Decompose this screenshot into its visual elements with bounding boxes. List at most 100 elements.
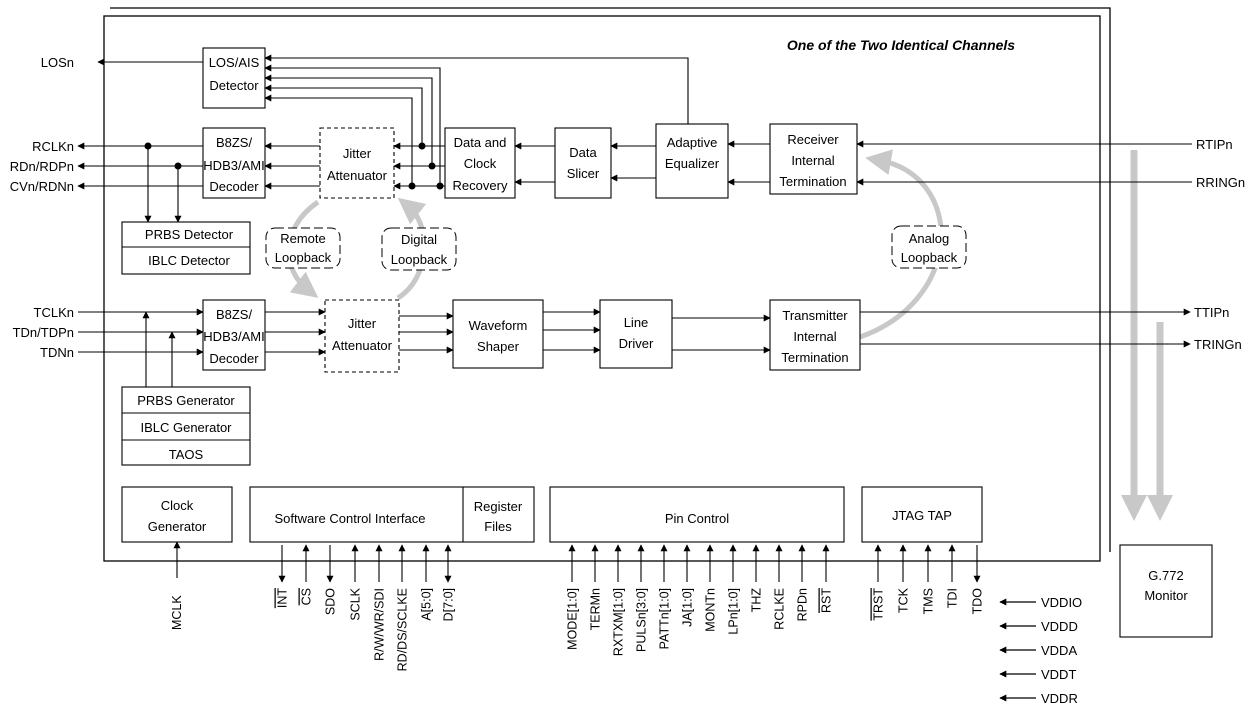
svg-text:Clock: Clock [161,498,194,513]
svg-text:SDO: SDO [324,588,338,615]
svg-text:Data and: Data and [454,135,507,150]
svg-text:RPDn: RPDn [796,588,810,621]
pin-a-5-0: A[5:0] [420,544,434,621]
pin-mode-1-0: MODE[1:0] [566,544,580,650]
pin-r-w-wr-sdi: R/W/WR/SDI [373,544,387,661]
svg-text:IBLC Generator: IBLC Generator [140,420,232,435]
svg-text:INT: INT [276,588,290,609]
pin-rd-ds-sclke: RD/DS/SCLKE [396,544,410,671]
tring-label: TRINGn [1194,337,1242,352]
los-label: LOSn [41,55,74,70]
adaptive-equalizer: Adaptive Equalizer [655,123,729,199]
svg-text:Detector: Detector [209,78,259,93]
signal-wires [77,54,1192,578]
data-slicer: Data Slicer [554,127,612,199]
pin-termn: TERMn [589,544,603,630]
svg-text:Recovery: Recovery [453,178,508,193]
svg-text:Shaper: Shaper [477,339,520,354]
pin-montn: MONTn [704,544,718,632]
svg-text:PATTn[1:0]: PATTn[1:0] [658,588,672,649]
power-vddio: VDDIO [999,595,1082,610]
svg-text:JTAG TAP: JTAG TAP [892,508,952,523]
svg-text:VDDT: VDDT [1041,667,1076,682]
svg-text:Loopback: Loopback [275,250,332,265]
remote-loopback-label: Remote Loopback [265,227,341,269]
svg-text:HDB3/AMI: HDB3/AMI [203,329,264,344]
svg-text:Monitor: Monitor [1144,588,1188,603]
svg-text:Loopback: Loopback [901,250,958,265]
pin-ja-1-0: JA[1:0] [681,544,695,627]
svg-text:Pin Control: Pin Control [665,511,729,526]
svg-text:HDB3/AMI: HDB3/AMI [203,158,264,173]
tx-encoder: B8ZS/ HDB3/AMI Decoder [202,299,266,371]
jtag-pins: TRST TCK TMS TDI TDO [872,544,985,621]
power-vdda: VDDA [999,643,1077,658]
pin-tck: TCK [897,544,911,613]
junction-dots [144,142,444,190]
chip-outline [103,7,1111,562]
pin-pulsn-3-0: PULSn[3:0] [635,544,649,652]
svg-text:A[5:0]: A[5:0] [420,588,434,621]
tx-jitter-attenuator: Jitter Attenuator [324,299,400,373]
svg-text:LOS/AIS: LOS/AIS [209,55,260,70]
svg-text:R/W/WR/SDI: R/W/WR/SDI [373,588,387,661]
svg-text:RXTXM[1:0]: RXTXM[1:0] [612,588,626,656]
svg-text:Transmitter: Transmitter [782,308,848,323]
svg-text:IBLC Detector: IBLC Detector [148,253,230,268]
svg-text:Files: Files [484,519,512,534]
jtag-tap: JTAG TAP [861,486,983,543]
pin-thz: THZ [750,544,764,612]
power-vddr: VDDR [999,691,1078,706]
svg-text:MODE[1:0]: MODE[1:0] [566,588,580,650]
svg-text:Waveform: Waveform [469,318,528,333]
mclk-label: MCLK [170,595,184,630]
svg-text:Jitter: Jitter [348,316,377,331]
prbs-iblc-detector: PRBS Detector IBLC Detector [121,221,251,275]
pin-trst: TRST [872,544,886,621]
ttip-label: TTIPn [1194,305,1229,320]
svg-text:TAOS: TAOS [169,447,204,462]
svg-text:TMS: TMS [922,588,936,614]
svg-text:Driver: Driver [619,336,654,351]
svg-text:JA[1:0]: JA[1:0] [681,588,695,627]
software-control-interface: Software Control Interface Register File… [249,486,535,543]
rdn-label: RDn/RDPn [10,159,74,174]
svg-text:Decoder: Decoder [209,179,259,194]
pin-tdi: TDI [946,544,960,608]
svg-text:Receiver: Receiver [787,132,839,147]
pin-lpn-1-0: LPn[1:0] [727,544,741,635]
svg-text:Attenuator: Attenuator [332,338,393,353]
rring-label: RRINGn [1196,175,1245,190]
cvn-label: CVn/RDNn [10,179,74,194]
power-vddt: VDDT [999,667,1076,682]
prbs-iblc-generator: PRBS Generator IBLC Generator TAOS [121,386,251,466]
svg-text:Digital: Digital [401,232,437,247]
pin-sdo: SDO [324,545,338,615]
svg-text:B8ZS/: B8ZS/ [216,135,253,150]
pin-rpdn: RPDn [796,544,810,621]
receiver-termination: Receiver Internal Termination [769,123,858,195]
svg-text:PRBS Generator: PRBS Generator [137,393,235,408]
svg-text:Slicer: Slicer [567,166,600,181]
svg-text:TDO: TDO [971,588,985,615]
pin-tms: TMS [922,544,936,614]
signal-labels: LOSn RCLKn RDn/RDPn CVn/RDNn TCLKn TDn/T… [10,55,1245,630]
svg-text:VDDR: VDDR [1041,691,1078,706]
svg-text:Adaptive: Adaptive [667,135,718,150]
svg-text:VDDIO: VDDIO [1041,595,1082,610]
pin-control: Pin Control [549,486,845,543]
svg-text:Line: Line [624,315,649,330]
transmitter-termination: Transmitter Internal Termination [769,299,861,371]
rtip-label: RTIPn [1196,137,1233,152]
rclk-label: RCLKn [32,139,74,154]
svg-text:VDDA: VDDA [1041,643,1077,658]
svg-text:CS: CS [300,588,314,605]
svg-text:Internal: Internal [791,153,834,168]
monitor-arrows [1121,150,1173,521]
svg-text:RCLKE: RCLKE [773,588,787,630]
rx-jitter-attenuator: Jitter Attenuator [319,127,395,199]
pin-pattn-1-0: PATTn[1:0] [658,544,672,649]
svg-text:Termination: Termination [779,174,846,189]
svg-text:Loopback: Loopback [391,252,448,267]
